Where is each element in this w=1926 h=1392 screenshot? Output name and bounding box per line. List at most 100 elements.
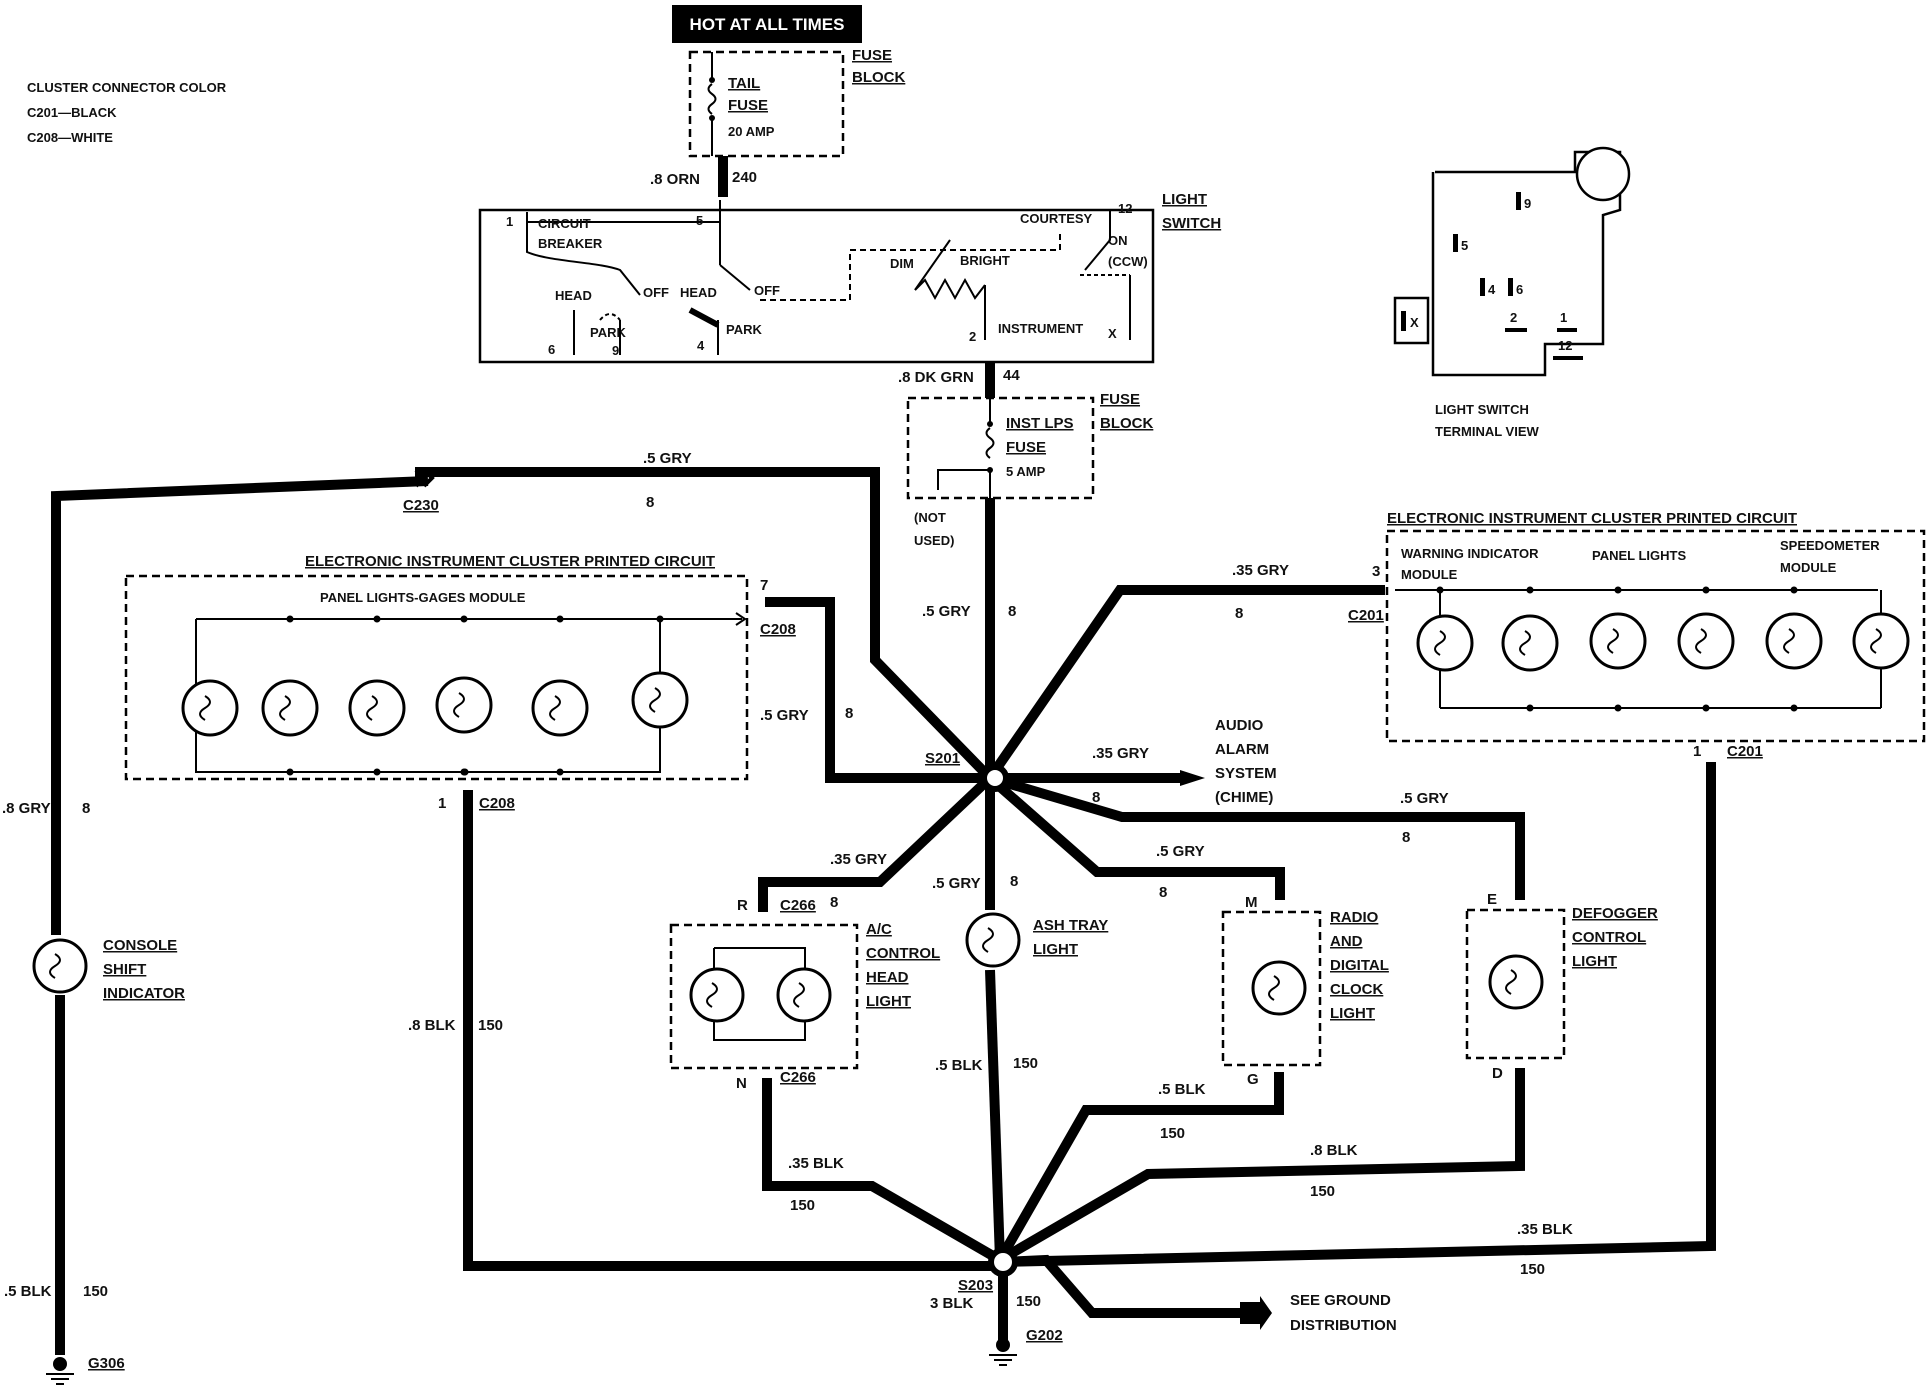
ground-dist-label-2: DISTRIBUTION [1290, 1317, 1397, 1334]
radio-gnd-wire-size: .5 BLK [1158, 1081, 1206, 1098]
ls-park-1: PARK [590, 325, 626, 340]
defogger-control-light: DEFOGGER CONTROL LIGHT E D [1465, 891, 1658, 1082]
tv-term-12: 12 [1558, 338, 1572, 353]
ls-head-2: HEAD [680, 285, 717, 300]
light-switch-terminal-view: X 9 5 4 6 2 1 12 LIGHT SWITCH TERMINAL V… [1393, 146, 1631, 439]
c230-wire-circuit: 8 [646, 494, 654, 511]
ash-label-2: LIGHT [1033, 941, 1078, 958]
ac-conn-top: C266 [780, 897, 816, 914]
ls-dim: DIM [890, 256, 914, 271]
ac-gnd-wire-size: .35 BLK [788, 1155, 844, 1172]
console-label-3: INDICATOR [103, 985, 185, 1002]
ls-term-x: X [1108, 326, 1117, 341]
c201-wire-size: .35 GRY [1232, 562, 1289, 579]
tv-term-4: 4 [1488, 282, 1496, 297]
legend-c201: C201—BLACK [27, 105, 117, 120]
tail-fuse-label-2: FUSE [728, 97, 768, 114]
ash-wire-circuit: 8 [1010, 873, 1018, 890]
inst-lps-fuse-label-1: INST LPS [1006, 415, 1074, 432]
left-cluster-title: ELECTRONIC INSTRUMENT CLUSTER PRINTED CI… [305, 553, 715, 570]
ls-term-5: 5 [696, 213, 703, 228]
s203-label: S203 [958, 1277, 993, 1294]
fuse-block-1-label-1: FUSE [852, 47, 892, 64]
wire-44-circuit: 44 [1003, 367, 1020, 384]
right-cluster-bulb-5 [1765, 612, 1823, 670]
splice-s203: S203 [958, 1247, 1018, 1294]
defog-gnd-wire-circuit: 150 [1310, 1183, 1335, 1200]
ash-tray-light: ASH TRAY LIGHT [965, 912, 1108, 968]
console-gnd-wire-circuit: 150 [83, 1283, 108, 1300]
right-cluster-bulb-4 [1677, 612, 1735, 670]
right-cluster-speedo-2: MODULE [1780, 560, 1837, 575]
console-label-2: SHIFT [103, 961, 146, 978]
fuse-block-tail: TAIL FUSE 20 AMP FUSE BLOCK [688, 47, 905, 158]
fuse-block-1-label-2: BLOCK [852, 69, 905, 86]
inst-lps-fuse-label-2: FUSE [1006, 439, 1046, 456]
tv-caption-1: LIGHT SWITCH [1435, 402, 1529, 417]
left-cluster-bulb-2 [261, 679, 319, 737]
chime-label-2: ALARM [1215, 741, 1269, 758]
radio-label-4: CLOCK [1330, 981, 1383, 998]
ls-on: ON [1108, 233, 1128, 248]
tail-fuse-rating: 20 AMP [728, 124, 775, 139]
g202-wire-circuit: 150 [1016, 1293, 1041, 1310]
see-ground-distribution: SEE GROUND DISTRIBUTION [1290, 1292, 1397, 1334]
fuse-block-2-label-1: FUSE [1100, 391, 1140, 408]
ls-term-4: 4 [697, 338, 705, 353]
light-switch: LIGHT SWITCH 1 5 CIRCUIT BREAKER HEAD PA… [478, 191, 1221, 364]
left-cluster-pin-top: 7 [760, 577, 768, 594]
radio-label-3: DIGITAL [1330, 957, 1389, 974]
ac-gnd-wire-circuit: 150 [790, 1197, 815, 1214]
right-cluster-pin-top: 3 [1372, 563, 1380, 580]
ground-dist-label-1: SEE GROUND [1290, 1292, 1391, 1309]
ac-pin-n: N [736, 1075, 747, 1092]
left-vert-wire-size: .8 GRY [2, 800, 51, 817]
left-gnd-wire-size: .8 BLK [408, 1017, 456, 1034]
tail-fuse-label-1: TAIL [728, 75, 760, 92]
ls-head-1: HEAD [555, 288, 592, 303]
ls-term-9: 9 [612, 343, 619, 358]
right-gnd-wire-size: .35 BLK [1517, 1221, 1573, 1238]
right-instrument-cluster: ELECTRONIC INSTRUMENT CLUSTER PRINTED CI… [1348, 510, 1926, 760]
left-cluster-conn-bot: C208 [479, 795, 515, 812]
defog-wire-circuit: 8 [1402, 829, 1410, 846]
left-gnd-wire-circuit: 150 [478, 1017, 503, 1034]
right-cluster-speedo-1: SPEEDOMETER [1780, 538, 1880, 553]
right-cluster-bulb-3 [1589, 612, 1647, 670]
ls-bright: BRIGHT [960, 253, 1010, 268]
tv-term-5: 5 [1461, 238, 1468, 253]
tv-term-x: X [1410, 315, 1419, 330]
defog-pin-d: D [1492, 1065, 1503, 1082]
right-cluster-conn-bot: C201 [1727, 743, 1763, 760]
ls-courtesy: COURTESY [1020, 211, 1093, 226]
right-cluster-title: ELECTRONIC INSTRUMENT CLUSTER PRINTED CI… [1387, 510, 1797, 527]
left-cluster-bulb-5 [531, 679, 589, 737]
c208-wire-circuit: 8 [845, 705, 853, 722]
legend-c208: C208—WHITE [27, 130, 113, 145]
ac-wire-circuit: 8 [830, 894, 838, 911]
inst-lps-fuse-rating: 5 AMP [1006, 464, 1046, 479]
ground-wires: .8 BLK 150 .5 BLK 150 .35 BLK 150 .5 BLK… [4, 762, 1716, 1355]
ac-conn-bot: C266 [780, 1069, 816, 1086]
ac-control-head-light: A/C CONTROL HEAD LIGHT R C266 N C266 [669, 897, 940, 1092]
chime-wire-circuit: 8 [1092, 789, 1100, 806]
radio-label-5: LIGHT [1330, 1005, 1375, 1022]
defog-label-2: CONTROL [1572, 929, 1646, 946]
not-used-label-1: (NOT [914, 510, 946, 525]
tv-term-2: 2 [1510, 310, 1517, 325]
ac-label-4: LIGHT [866, 993, 911, 1010]
light-switch-label-1: LIGHT [1162, 191, 1207, 208]
tv-term-9: 9 [1524, 196, 1531, 211]
g202-label: G202 [1026, 1327, 1063, 1344]
left-cluster-bulb-6 [631, 671, 689, 729]
ac-wire-size: .35 GRY [830, 851, 887, 868]
ls-off-2: OFF [754, 283, 780, 298]
ls-term-6: 6 [548, 342, 555, 357]
left-cluster-conn-top: C208 [760, 621, 796, 638]
tv-caption-2: TERMINAL VIEW [1435, 424, 1539, 439]
radio-label-1: RADIO [1330, 909, 1379, 926]
ls-term-2: 2 [969, 329, 976, 344]
ac-pin-r: R [737, 897, 748, 914]
tv-term-6: 6 [1516, 282, 1523, 297]
